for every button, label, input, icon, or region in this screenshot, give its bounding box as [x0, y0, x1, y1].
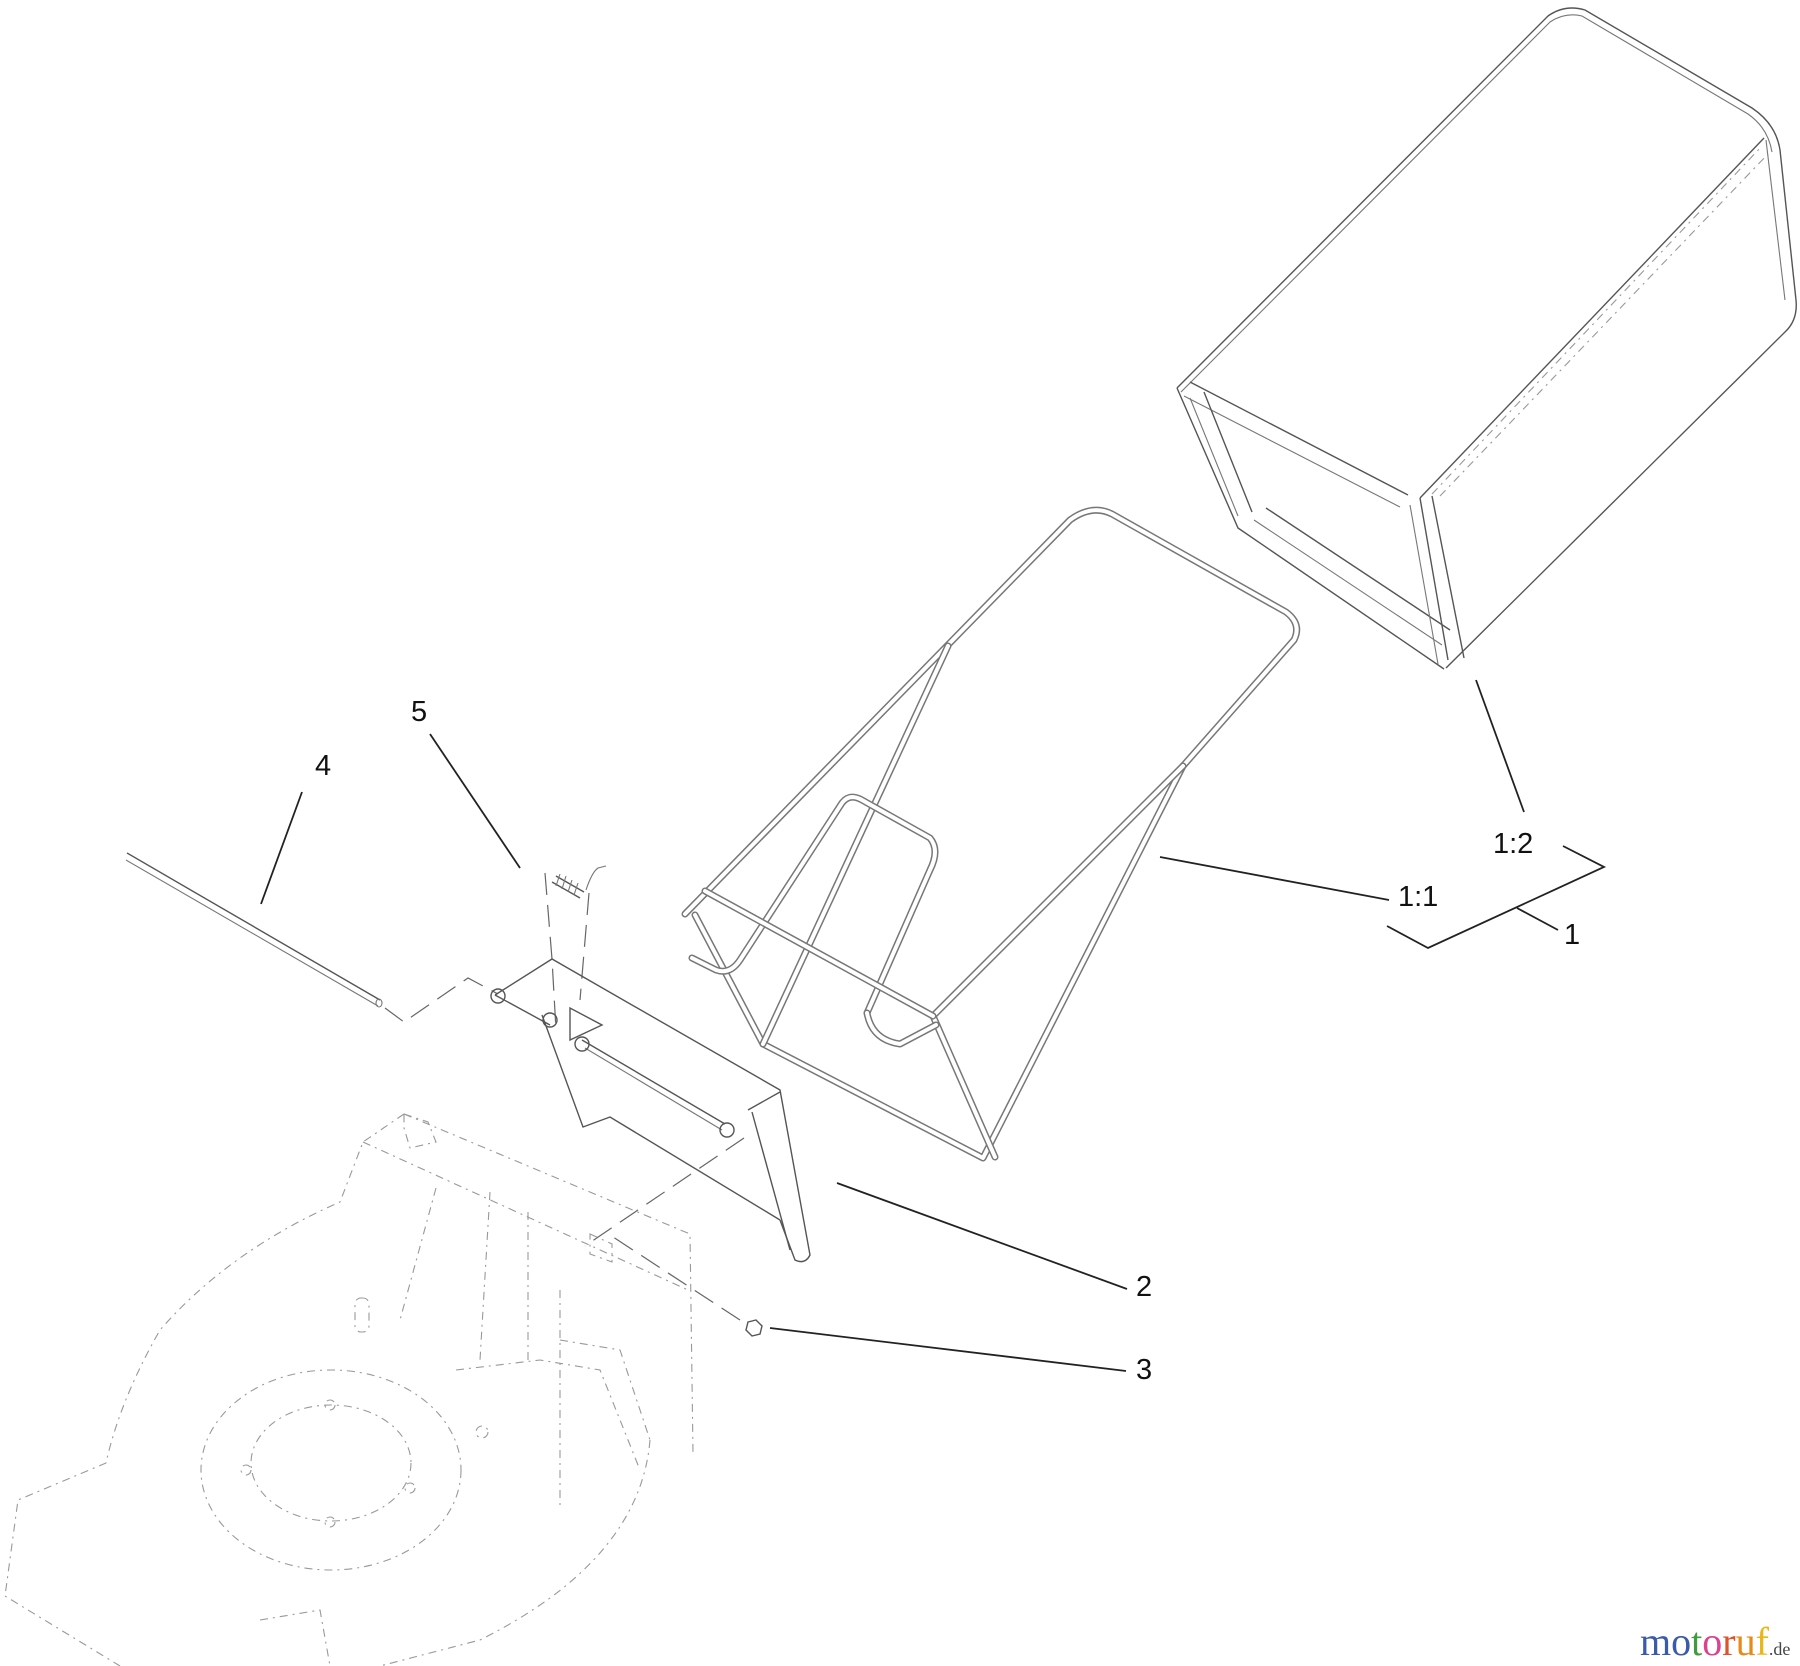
callout-1-1: 1:1: [1398, 881, 1439, 913]
logo-letter: o: [1702, 1619, 1723, 1664]
logo-letter: f: [1755, 1619, 1769, 1664]
callout-2: 2: [1136, 1271, 1153, 1303]
callout-5: 5: [411, 696, 428, 728]
callout-1-2: 1:2: [1493, 828, 1534, 860]
grass-bag-drawing: [1176, 7, 1797, 670]
logo-letter: o: [1671, 1619, 1692, 1664]
torsion-spring-drawing: [544, 865, 607, 1031]
logo-letter: u: [1735, 1619, 1756, 1664]
callout-4: 4: [315, 750, 332, 782]
logo-letter: m: [1640, 1619, 1672, 1664]
hinge-rod-drawing: [125, 852, 499, 1023]
callout-3: 3: [1136, 1354, 1153, 1386]
mower-deck-drawing: [4, 1113, 694, 1666]
logo-tld: .de: [1768, 1639, 1791, 1659]
motoruf-watermark-logo: motoruf.de: [1640, 1618, 1790, 1665]
logo-letter: r: [1722, 1619, 1736, 1664]
nut-drawing: [609, 1234, 763, 1337]
rear-door-drawing: [490, 958, 811, 1263]
bag-frame-drawing: [681, 506, 1301, 1162]
callout-1: 1: [1564, 919, 1581, 951]
leader-lines: [260, 679, 1607, 1372]
logo-letter: t: [1691, 1619, 1703, 1664]
